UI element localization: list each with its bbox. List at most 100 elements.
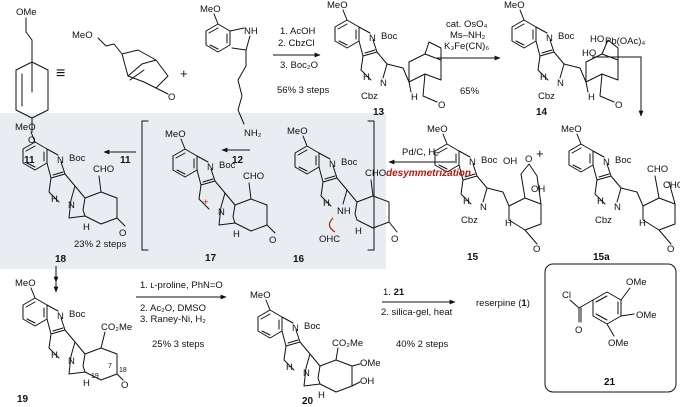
atom-cho: CHO xyxy=(663,180,680,191)
atom-meo: MeO xyxy=(427,124,448,135)
step2-line3: K₃Fe(CN)₆ xyxy=(444,41,489,52)
plus-sign: + xyxy=(536,146,544,161)
ring-bonds xyxy=(68,175,126,227)
atom-n: N xyxy=(603,157,610,168)
reaction-arrow-3 xyxy=(592,56,644,117)
atom-ome: OMe xyxy=(626,277,647,288)
atom-cho: CHO xyxy=(243,171,264,182)
atom-h: H xyxy=(363,72,370,83)
atom-boc: Boc xyxy=(304,321,321,332)
atom-meo: MeO xyxy=(165,129,186,140)
atom-h: H xyxy=(639,218,646,229)
step7-yield: 40% 2 steps xyxy=(396,339,449,350)
step3-line1: Pb(OAc)₄ xyxy=(605,36,645,47)
atom-h: H xyxy=(505,218,512,229)
step1-line1: 1. AcOH xyxy=(280,26,316,37)
atom-o: O xyxy=(667,244,674,255)
atom-h: H xyxy=(411,92,418,103)
atom-o: O xyxy=(28,135,35,146)
reagent-21-box: Cl O OMe OMe OMe 21 xyxy=(544,263,677,393)
step1-yield: 56% 3 steps xyxy=(277,85,330,96)
atom-oh: OH xyxy=(360,376,374,387)
atom-ome: OMe xyxy=(636,310,657,321)
ring-bonds xyxy=(218,182,276,234)
atom-o: O xyxy=(533,244,540,255)
compound-11-structure: OMe O 11 xyxy=(15,7,49,166)
atom-meo: MeO xyxy=(327,0,348,11)
step4-line1: Pd/C, H₂ xyxy=(402,147,439,158)
atom-meo: MeO xyxy=(72,30,93,41)
atom-cbz: Cbz xyxy=(461,215,478,226)
atom-co2me: CO₂Me xyxy=(101,322,132,333)
position-18: 18 xyxy=(119,367,127,374)
atom-boc: Boc xyxy=(381,31,398,42)
compound-id-15: 15 xyxy=(467,252,479,263)
indole-core-bonds xyxy=(22,131,76,203)
atom-plus-charge: + xyxy=(203,197,209,208)
atom-o: O xyxy=(391,234,398,245)
desymmetrization-label: desymmetrization xyxy=(386,168,471,179)
atom-n: N xyxy=(546,33,553,44)
step2-line2: Ms–NH₂ xyxy=(450,30,486,41)
step1-line3: 3. Boc₂O xyxy=(280,60,318,71)
atom-co2me: CO₂Me xyxy=(332,338,363,349)
atom-n: N xyxy=(557,78,564,89)
compound-id-11: 11 xyxy=(24,155,35,166)
step7-reagent-ref: 21 xyxy=(394,287,405,298)
compound-id-16: 16 xyxy=(293,254,305,265)
compound-id-15a: 15a xyxy=(593,252,610,263)
product-name: reserpine xyxy=(476,298,516,309)
atom-o: O xyxy=(168,92,175,103)
compound-id-18: 18 xyxy=(55,254,67,265)
atom-boc: Boc xyxy=(69,309,86,320)
atom-meo: MeO xyxy=(250,290,271,301)
compound-id-19: 19 xyxy=(17,394,29,405)
atom-boc: Boc xyxy=(69,153,86,164)
atom-n: N xyxy=(68,356,75,367)
atom-n: N xyxy=(614,202,621,213)
indole-core-bonds xyxy=(434,133,488,205)
step5-yield: 23% 2 steps xyxy=(74,239,127,250)
atom-cho: CHO xyxy=(365,168,386,179)
indole-core-bonds xyxy=(257,299,311,371)
compound-12-structure: MeO NH NH₂ 12 xyxy=(200,4,262,166)
atom-cho: CHO xyxy=(93,164,114,175)
product-reserpine: reserpine (1) xyxy=(476,298,530,309)
atom-ome: OMe xyxy=(608,338,629,349)
left-bracket xyxy=(141,120,149,251)
compound-id-11b: 11 xyxy=(120,155,131,166)
atom-n: N xyxy=(380,78,387,89)
atom-h: H xyxy=(318,390,325,401)
step7-line1: 1. 21 xyxy=(383,287,405,298)
atom-n: N xyxy=(218,207,225,218)
atom-boc: Boc xyxy=(219,160,236,171)
atom-h: H xyxy=(83,378,90,389)
atom-n: N xyxy=(369,33,376,44)
equivalence-symbol: ≡ xyxy=(56,65,65,82)
atom-ohc: OHC xyxy=(319,234,340,245)
compound-id-14: 14 xyxy=(536,107,548,118)
compound-id-12: 12 xyxy=(232,155,244,166)
atom-ho: HO xyxy=(590,34,604,45)
compound-id-13: 13 xyxy=(373,107,385,118)
atom-h: H xyxy=(51,350,58,361)
atom-meo: MeO xyxy=(15,122,36,133)
atom-h: H xyxy=(51,194,58,205)
atom-n: N xyxy=(68,200,75,211)
compound-id-20: 20 xyxy=(302,396,314,407)
reagent-21-frame xyxy=(544,263,677,393)
compound-id-17: 17 xyxy=(205,253,217,264)
ring-bonds xyxy=(346,179,398,233)
atom-cl: Cl xyxy=(562,290,571,301)
indole-core-bonds xyxy=(22,287,76,359)
compound-id-21: 21 xyxy=(604,377,616,388)
atom-o: O xyxy=(121,380,128,391)
indole-core-bonds xyxy=(568,133,622,205)
indole-core-bonds xyxy=(334,9,388,81)
right-bracket xyxy=(367,120,375,251)
